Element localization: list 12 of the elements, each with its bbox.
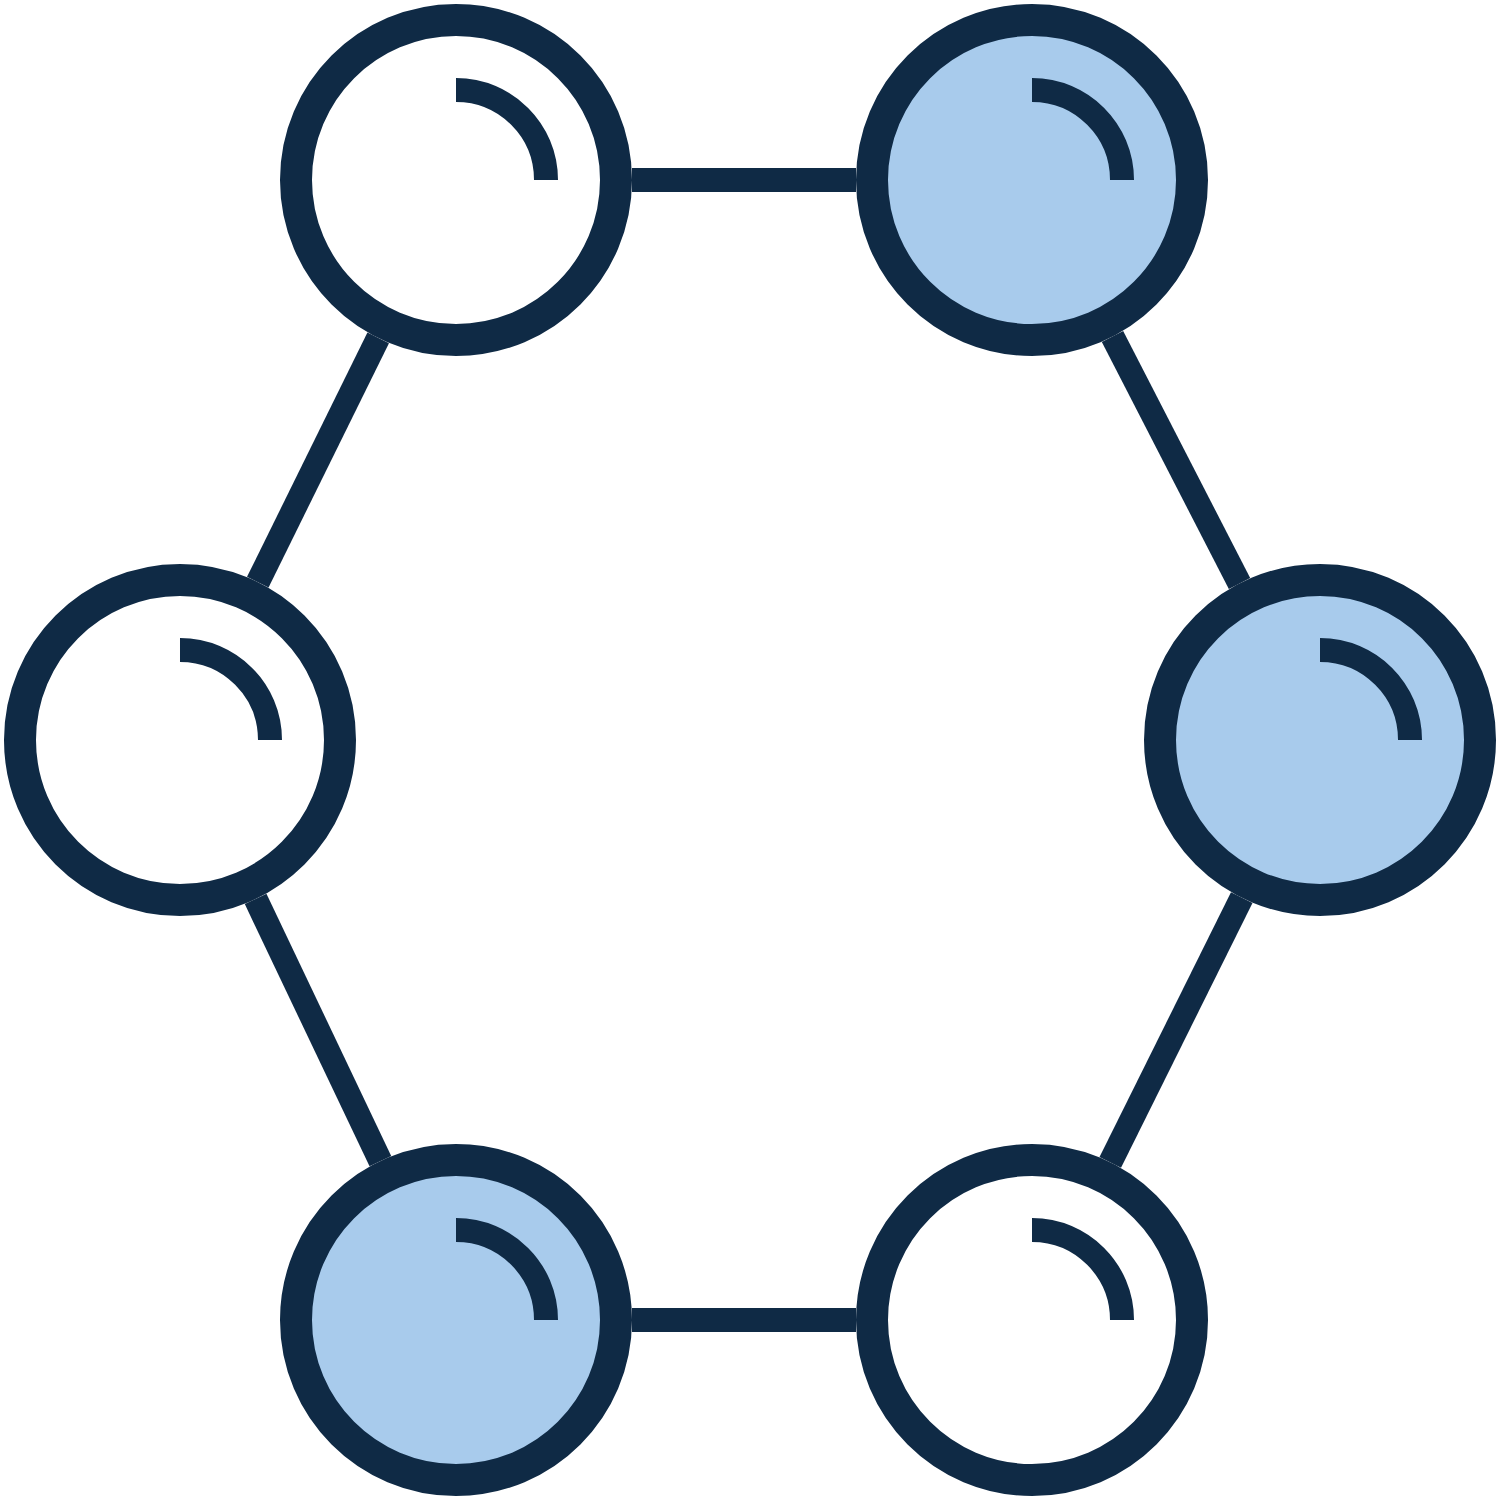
ring-circle (4, 564, 356, 916)
connector-line (1099, 892, 1253, 1168)
ring-circle (1144, 564, 1496, 916)
ring-circle (856, 1144, 1208, 1496)
ring-circle (280, 1144, 632, 1496)
connector-line (632, 168, 856, 192)
connector-line (247, 332, 389, 588)
ring-circle (856, 4, 1208, 356)
connector-line (632, 1308, 856, 1332)
connector-line (244, 893, 392, 1167)
ring-circle (280, 4, 632, 356)
connector-line (1101, 331, 1251, 589)
